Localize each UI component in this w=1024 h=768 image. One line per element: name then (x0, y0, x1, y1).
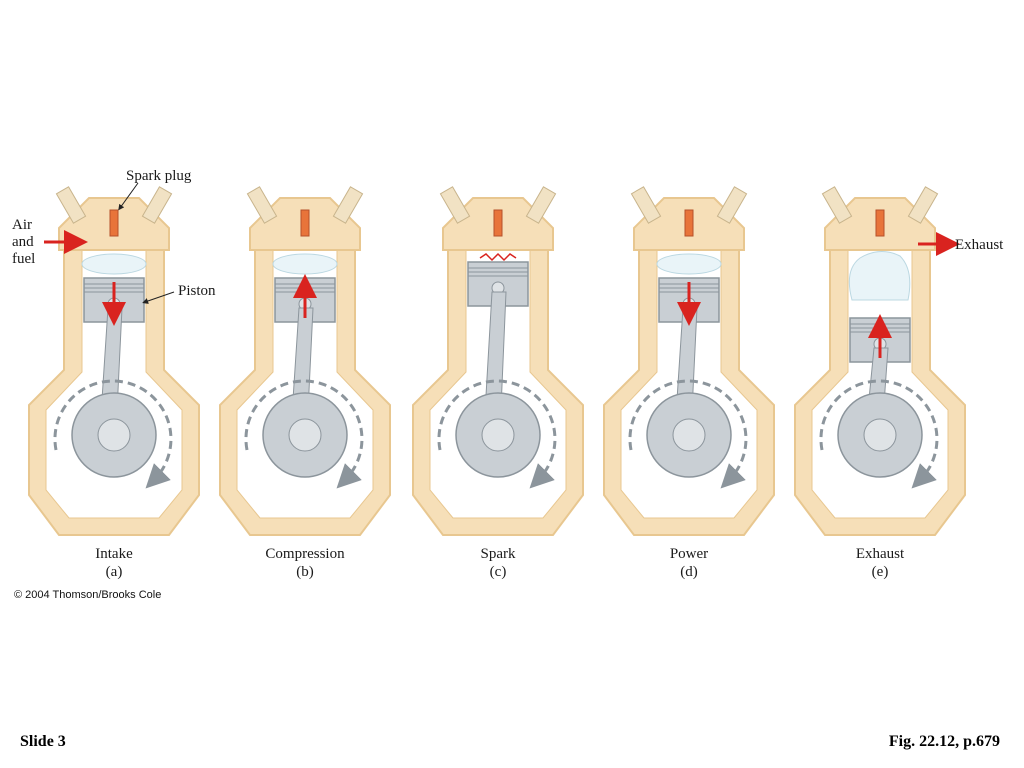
engine-cycle-diagram (28, 182, 966, 536)
exhaust-valve (332, 186, 364, 224)
stage-name: Power (669, 546, 709, 562)
exhaust-valve (907, 186, 939, 224)
air-fuel-label: Air and fuel (12, 217, 35, 268)
intake-valve (821, 186, 853, 224)
crankshaft-hub (672, 418, 706, 452)
spark-plug (109, 209, 119, 237)
intake-valve (439, 186, 471, 224)
callout-leaders (44, 182, 960, 304)
stage-letter: (e) (871, 564, 889, 580)
copyright-notice: © 2004 Thomson/Brooks Cole (14, 589, 162, 601)
stage-caption-spark: Spark (c) (418, 545, 578, 581)
spark-plug (300, 209, 310, 237)
rotation-arrow (819, 379, 939, 489)
stage-letter: (c) (489, 564, 507, 580)
engine-stage-spark (412, 186, 584, 536)
exhaust-valve (141, 186, 173, 224)
intake-valve (630, 186, 662, 224)
stage-letter: (d) (680, 564, 698, 580)
engine-stage-intake (28, 186, 200, 536)
spark-plug (875, 209, 885, 237)
rotation-arrow (628, 379, 748, 489)
piston-label: Piston (178, 283, 216, 299)
slide-number: Slide 3 (20, 733, 66, 750)
air-fuel-label-line2: and (12, 234, 34, 250)
crankshaft-hub (481, 418, 515, 452)
figure-reference: Fig. 22.12, p.679 (888, 733, 1000, 750)
stage-name: Compression (265, 546, 345, 562)
spark-plug (684, 209, 694, 237)
exhaust-label: Exhaust (955, 237, 1004, 253)
air-fuel-label-line1: Air (12, 217, 32, 233)
piston-leader (142, 291, 175, 304)
stages-layer (28, 186, 966, 536)
stage-name: Spark (480, 546, 516, 562)
crankshaft-hub (97, 418, 131, 452)
crankshaft-hub (288, 418, 322, 452)
exhaust-gas-cloud (848, 251, 911, 301)
gas-cloud (81, 253, 147, 275)
crankshaft-hub (863, 418, 897, 452)
gas-cloud (656, 253, 722, 275)
spark-plug (493, 209, 503, 237)
stage-letter: (b) (296, 564, 314, 580)
engine-stage-compression (219, 186, 391, 536)
spark-plug-leader (118, 182, 139, 211)
stage-name: Exhaust (855, 546, 905, 562)
engine-stage-power (603, 186, 775, 536)
rotation-arrow (437, 379, 557, 489)
intake-valve (246, 186, 278, 224)
stage-caption-power: Power (d) (609, 545, 769, 581)
stage-name: Intake (95, 546, 133, 562)
stage-caption-exhaust: Exhaust (e) (800, 545, 960, 581)
engine-stage-exhaust (794, 186, 966, 536)
spark-zigzag (479, 252, 517, 262)
gas-cloud (272, 253, 338, 275)
intake-valve (55, 186, 87, 224)
stage-letter: (a) (105, 564, 123, 580)
exhaust-valve (525, 186, 557, 224)
spark-plug-label: Spark plug (126, 168, 192, 184)
stage-caption-intake: Intake (a) (34, 545, 194, 581)
exhaust-valve (716, 186, 748, 224)
rotation-arrow (244, 379, 364, 489)
stage-caption-compression: Compression (b) (225, 545, 385, 581)
air-fuel-label-line3: fuel (12, 251, 36, 267)
rotation-arrow (53, 379, 173, 489)
